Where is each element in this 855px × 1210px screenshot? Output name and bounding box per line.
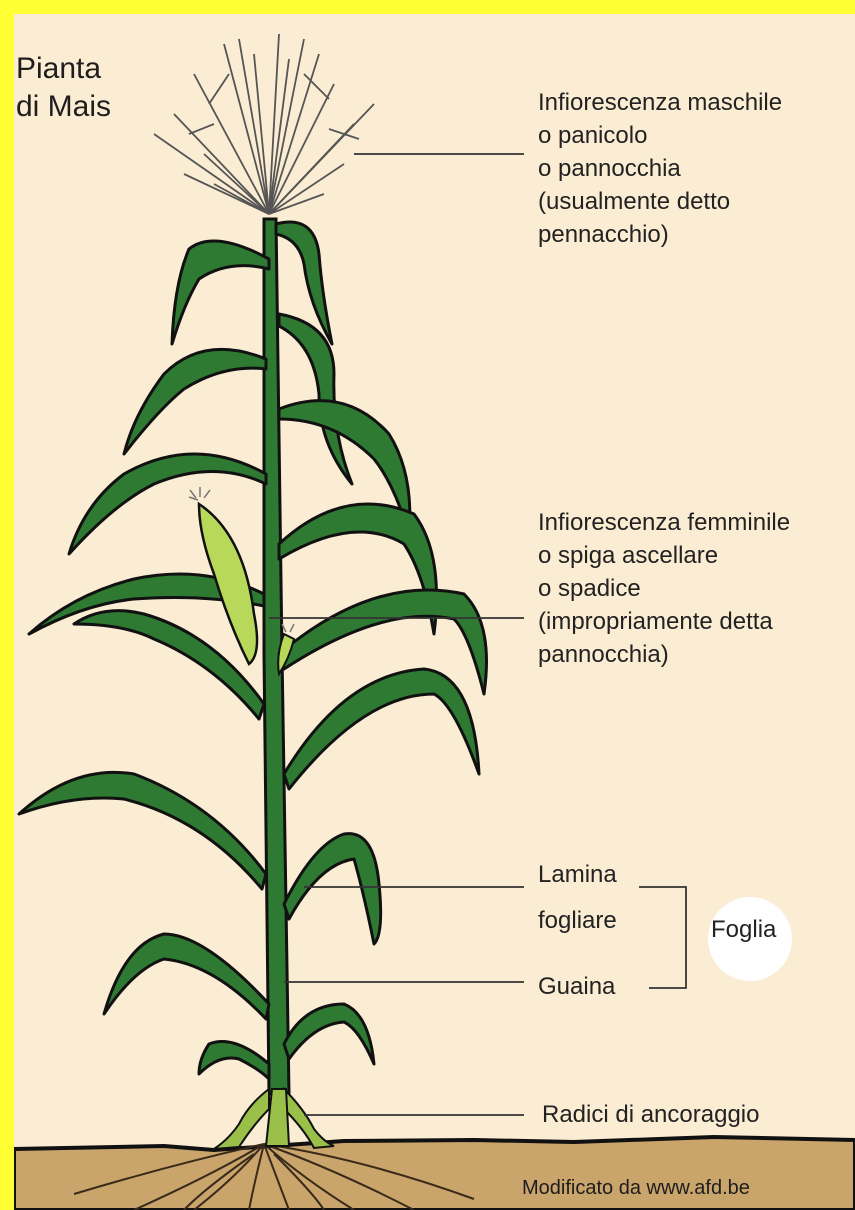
title-line-2: di Mais — [16, 88, 111, 126]
female-line-1: Infiorescenza femminile — [538, 506, 790, 539]
label-foglia: Foglia — [711, 913, 776, 946]
male-line-3: o pannocchia — [538, 152, 782, 185]
source-credit: Modificato da www.afd.be — [522, 1176, 750, 1200]
label-lamina-fogliare: Lamina fogliare — [538, 852, 617, 944]
male-line-1: Infiorescenza maschile — [538, 86, 782, 119]
female-line-5: pannocchia) — [538, 638, 790, 671]
label-guaina: Guaina — [538, 970, 615, 1003]
diagram-canvas: Pianta di Mais Infiorescenza maschile o … — [14, 14, 855, 1210]
lamina-line-2: fogliare — [538, 898, 617, 944]
tassel — [154, 34, 374, 214]
female-line-3: o spadice — [538, 572, 790, 605]
label-male-inflorescence: Infiorescenza maschile o panicolo o pann… — [538, 86, 782, 251]
brace-roots — [214, 1089, 334, 1149]
lamina-line-1: Lamina — [538, 852, 617, 898]
female-line-2: o spiga ascellare — [538, 539, 790, 572]
male-line-4: (usualmente detto — [538, 185, 782, 218]
label-radici-di-ancoraggio: Radici di ancoraggio — [542, 1098, 759, 1131]
diagram-title: Pianta di Mais — [16, 50, 111, 126]
label-female-inflorescence: Infiorescenza femminile o spiga ascellar… — [538, 506, 790, 671]
male-line-2: o panicolo — [538, 119, 782, 152]
title-line-1: Pianta — [16, 50, 111, 88]
male-line-5: pennacchio) — [538, 218, 782, 251]
female-line-4: (impropriamente detta — [538, 605, 790, 638]
